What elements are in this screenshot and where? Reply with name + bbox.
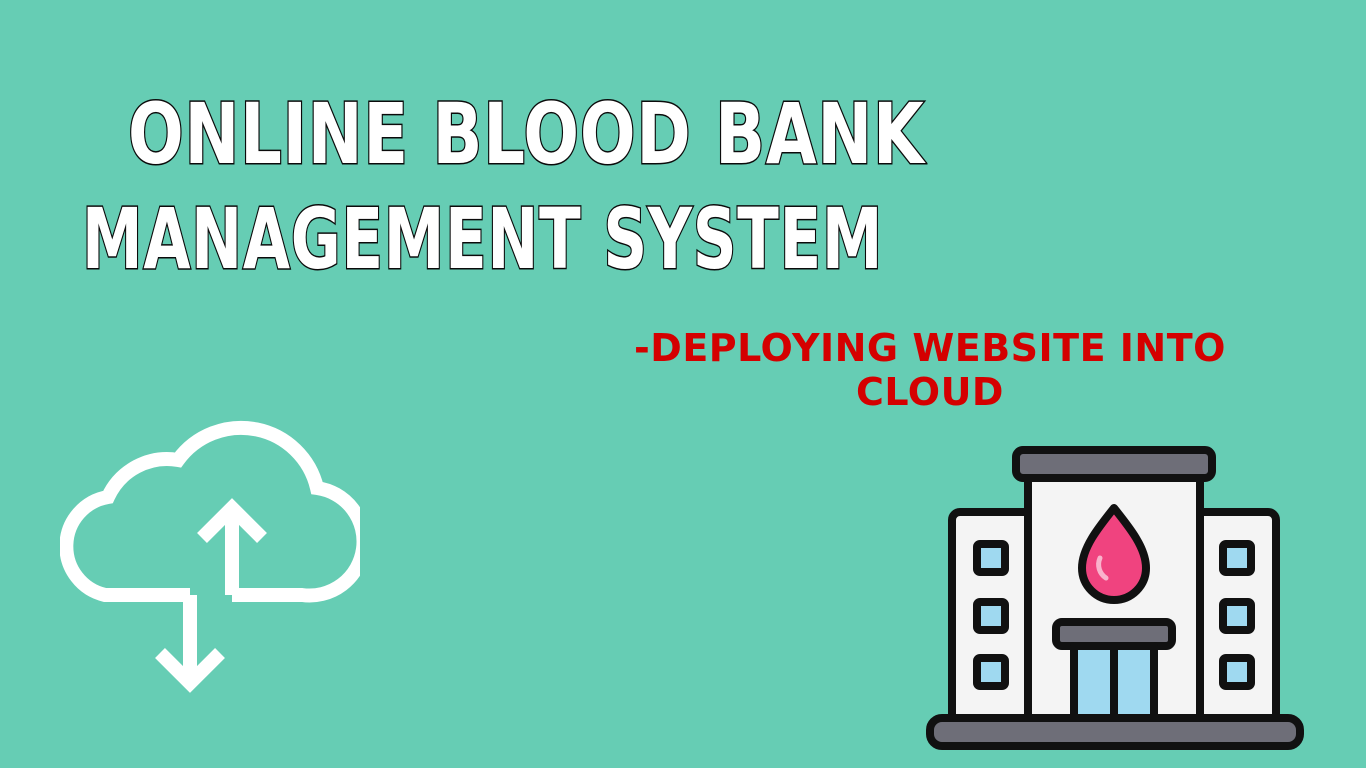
blood-bank-building-icon: [926, 446, 1304, 750]
title-line-1: ONLINE BLOOD BANK: [127, 85, 925, 183]
cloud-upload-download-icon: [60, 420, 360, 693]
subtitle-line-2: CLOUD: [856, 370, 1004, 414]
subtitle: -DEPLOYING WEBSITE INTO CLOUD: [560, 326, 1300, 414]
title-line-2: MANAGEMENT SYSTEM: [81, 190, 884, 288]
subtitle-line-1: -DEPLOYING WEBSITE INTO: [634, 326, 1226, 370]
